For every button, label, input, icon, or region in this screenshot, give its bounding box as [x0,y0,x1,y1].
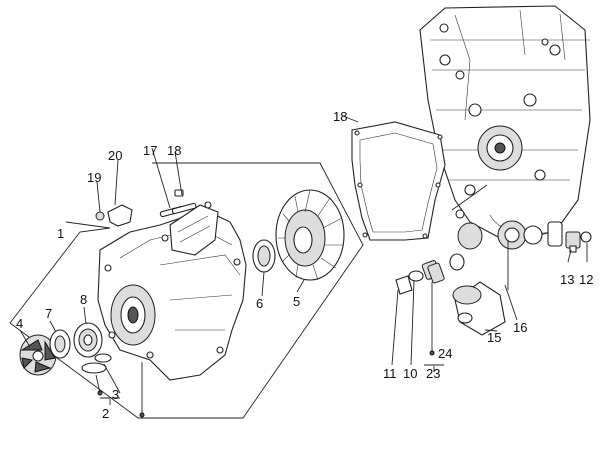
engine-crankcase [419,5,591,250]
bracket-plate [107,204,133,227]
callout-17: 17 [143,143,157,158]
callout-20: 20 [108,148,122,163]
oil-filter [452,281,506,336]
oil-seal [252,239,276,273]
mechanical-seal-8 [73,322,103,358]
callout-1: 1 [57,226,64,241]
shaft-seal-7 [49,329,71,359]
callout-7: 7 [45,306,52,321]
leader-lines [19,115,588,415]
callout-19: 19 [87,170,101,185]
callout-labels: 1 2 3 4 5 6 7 8 10 11 12 13 15 16 17 18 … [16,109,593,421]
callout-11: 11 [383,366,397,381]
temperature-sender [565,231,581,253]
callout-18-cover: 18 [167,143,181,158]
callout-13: 13 [560,272,574,287]
callout-2: 2 [102,406,109,421]
dowel-pins [159,202,197,218]
callout-15: 15 [487,330,501,345]
callout-18-gasket: 18 [333,109,347,124]
callout-4: 4 [16,316,23,331]
callout-16: 16 [513,320,527,335]
screw-12 [580,231,592,243]
cooling-fan [275,189,345,281]
callout-5: 5 [293,294,300,309]
cooling-cover [97,204,247,381]
callout-10: 10 [403,366,417,381]
oil-filter-fittings [395,222,483,295]
callout-3: 3 [112,387,119,402]
callout-24: 24 [438,346,452,361]
o-rings [81,353,112,374]
callout-23: 23 [426,366,440,381]
group-1-bracket [9,162,364,419]
callout-6: 6 [256,296,263,311]
callout-12: 12 [579,272,593,287]
callout-8: 8 [80,292,87,307]
screw-19 [95,211,105,221]
crankcase-gasket [351,121,446,241]
